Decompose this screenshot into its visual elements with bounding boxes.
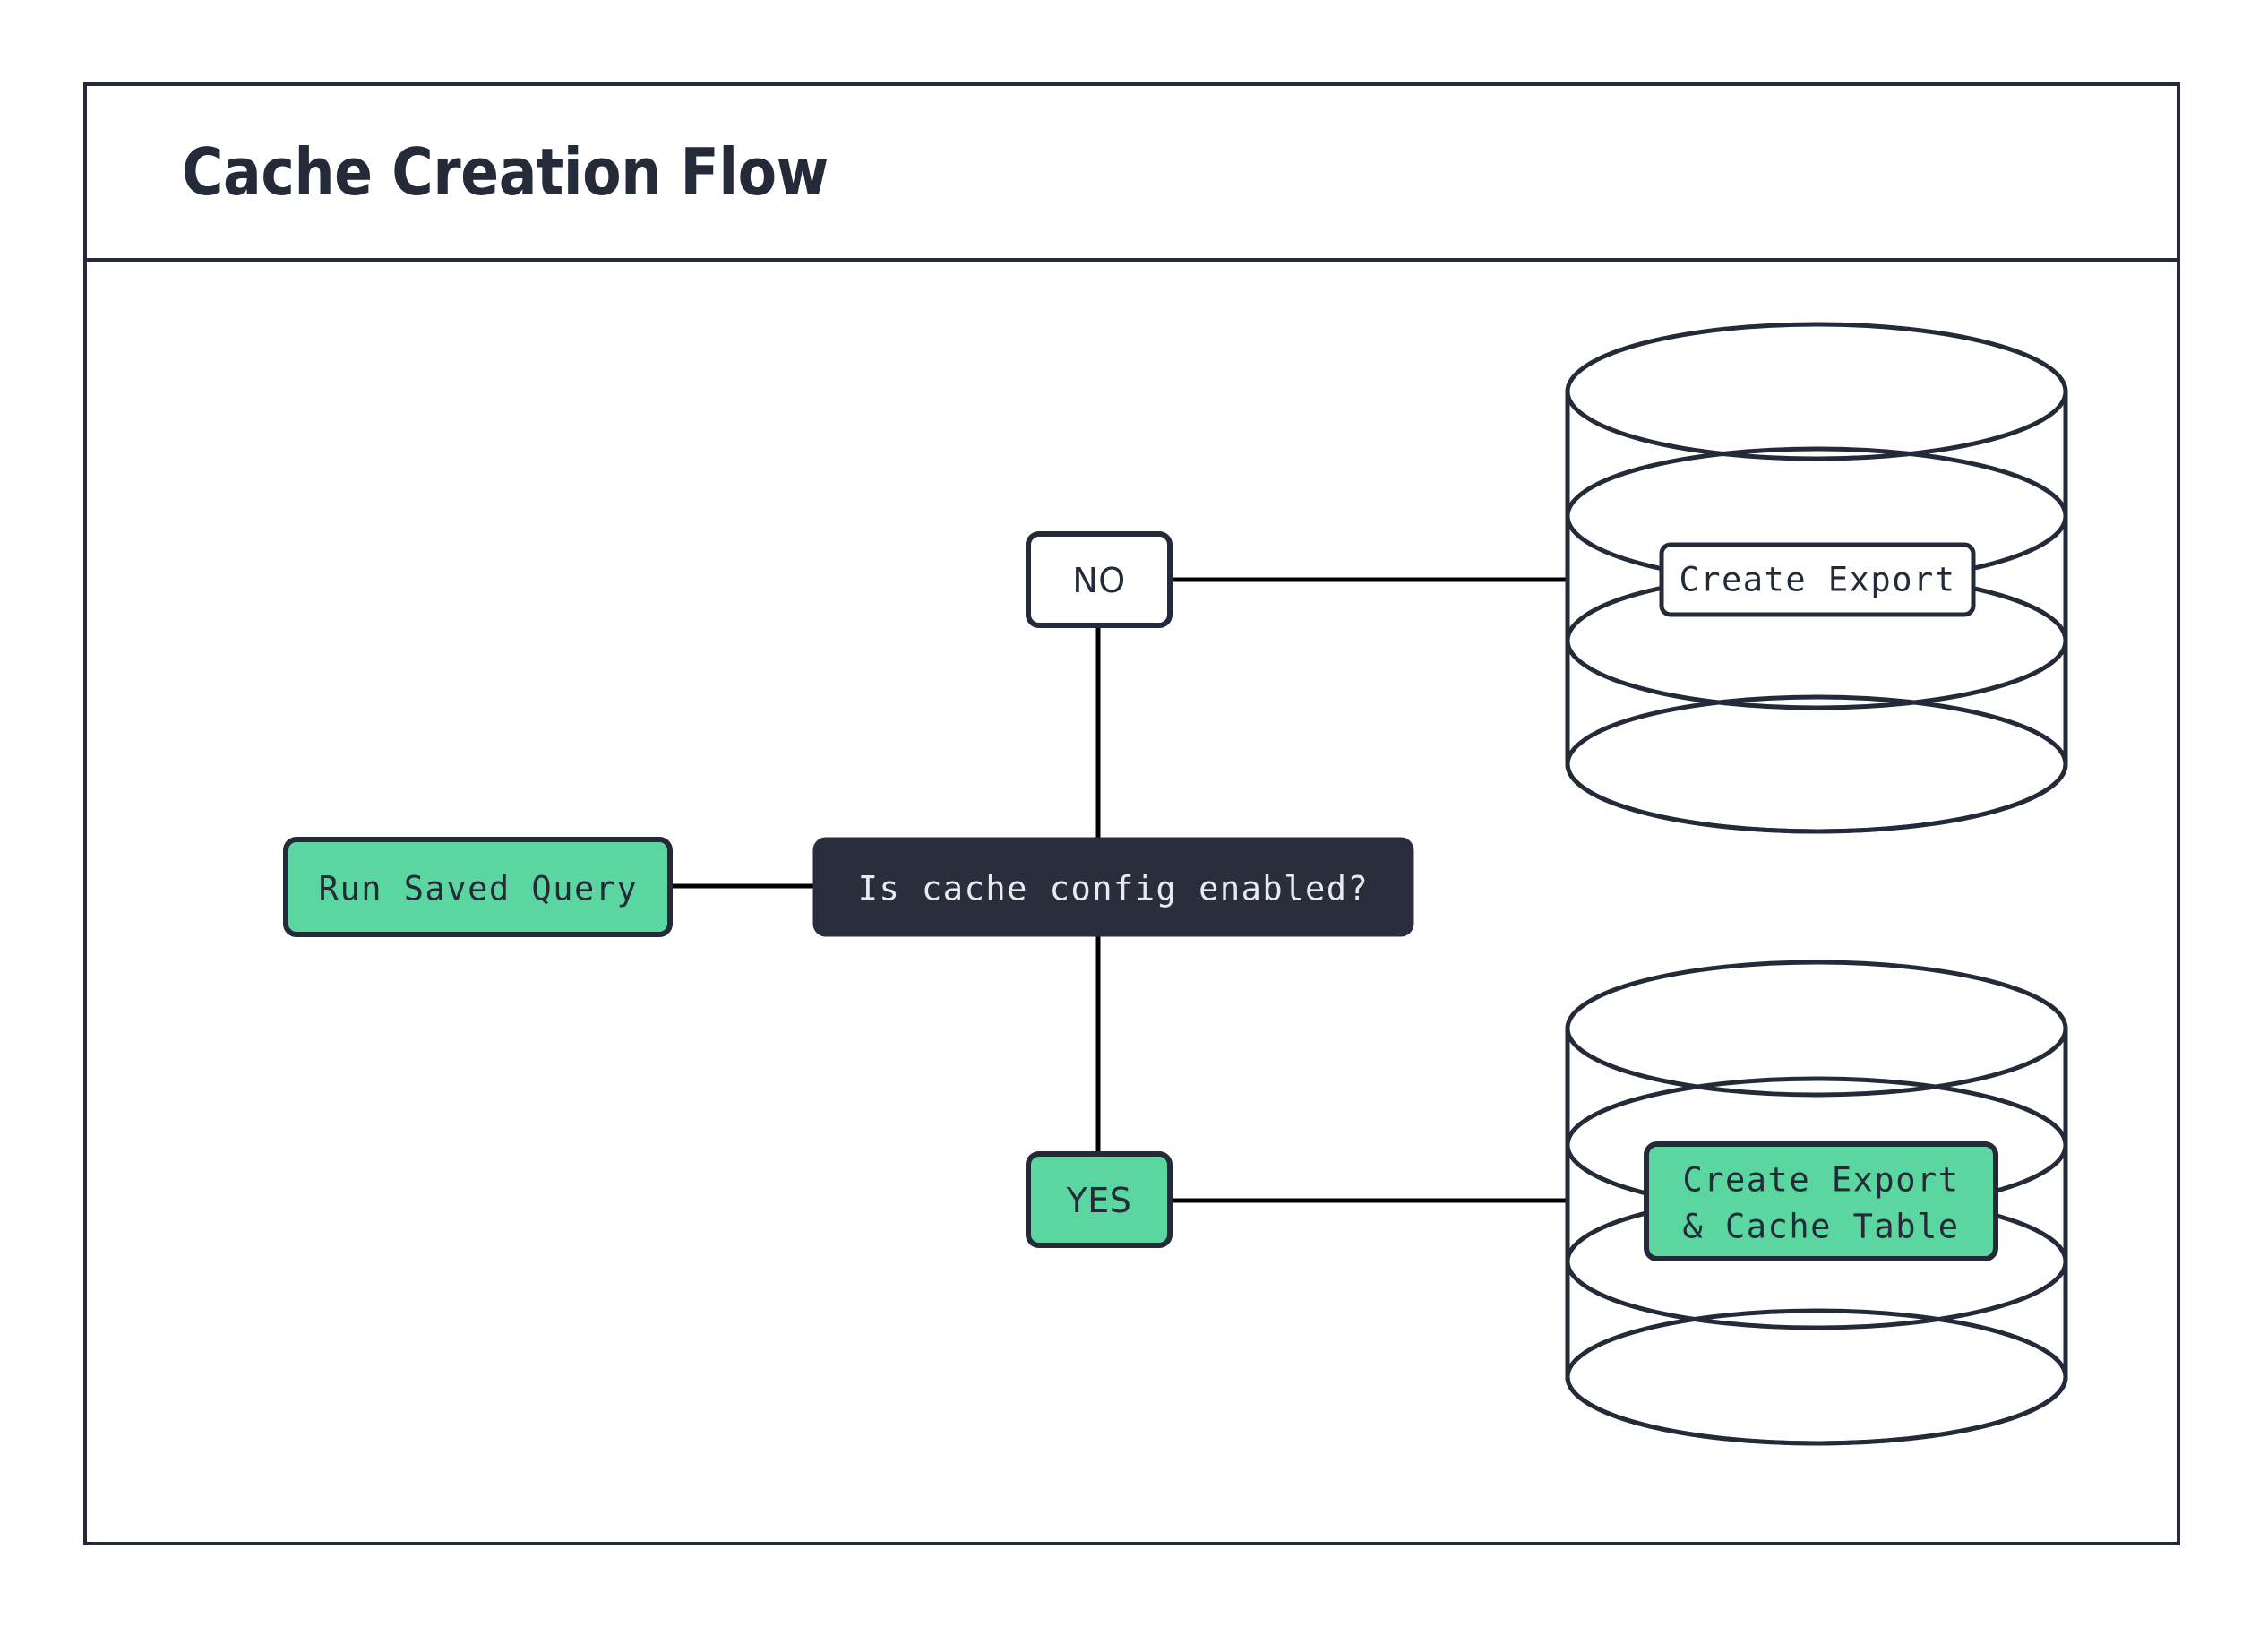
diagram-frame: Cache Creation Flow (83, 82, 2180, 1545)
page-title: Cache Creation Flow (182, 134, 829, 210)
diagram-header: Cache Creation Flow (87, 86, 2177, 262)
